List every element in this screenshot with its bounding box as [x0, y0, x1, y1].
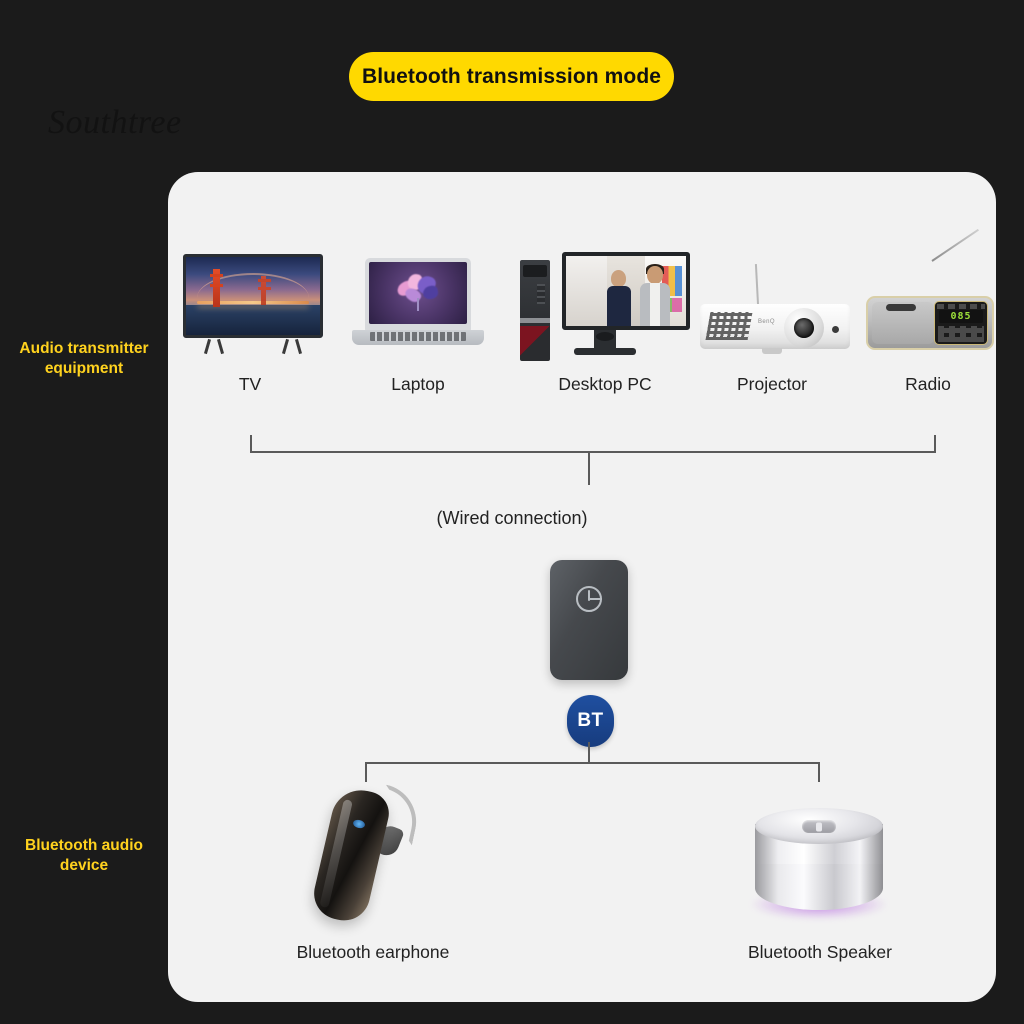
pc-tower: [520, 260, 550, 361]
receiver-bracket: [365, 762, 820, 782]
radio-top-buttons: [937, 304, 985, 309]
tv-stand-right: [281, 339, 303, 354]
tv-screen: [183, 254, 323, 338]
speaker-top-knob: [802, 820, 836, 833]
transmitter-bracket-stem: [588, 453, 590, 485]
device-label-bluetooth-earphone: Bluetooth earphone: [296, 942, 450, 962]
pc-monitor-scene: [566, 256, 686, 326]
laptop-lid: [365, 258, 471, 331]
tv-water: [186, 305, 320, 335]
power-button-icon: [576, 586, 602, 612]
laptop-wallpaper-flower: [394, 272, 441, 312]
projector-foot: [762, 348, 782, 354]
desktop-pc-icon: [520, 252, 690, 361]
radio-display: 085: [939, 310, 983, 323]
projector-brand-text: BenQ: [758, 319, 775, 325]
radio-icon: 085: [866, 228, 994, 358]
wired-connection-label: (Wired connection): [436, 508, 588, 528]
device-label-radio: Radio: [905, 374, 951, 394]
bluetooth-earphone-icon: [308, 782, 428, 927]
bluetooth-adapter-device: [550, 560, 628, 680]
device-label-tv: TV: [238, 374, 262, 394]
tv-bridge-deck: [196, 301, 310, 305]
projector-lens: [794, 318, 814, 338]
bluetooth-speaker-icon: [747, 808, 891, 920]
bt-badge: BT: [567, 695, 614, 747]
radio-handle-slot: [886, 304, 916, 311]
page-title: Bluetooth transmission mode: [349, 52, 674, 101]
device-label-desktop-pc: Desktop PC: [558, 374, 652, 394]
tv-bridge-tower: [209, 269, 223, 307]
pc-scene-person-man: [638, 264, 672, 326]
speaker-lower-body: [755, 860, 883, 910]
pc-scene-person-woman: [604, 268, 634, 326]
projector-ir-sensor: [832, 326, 839, 333]
device-label-bluetooth-speaker: Bluetooth Speaker: [748, 942, 892, 962]
device-label-laptop: Laptop: [391, 374, 445, 394]
laptop-screen: [369, 262, 467, 324]
transmitter-bracket: [250, 435, 936, 453]
laptop-keyboard: [370, 332, 466, 341]
projector-vent: [705, 312, 753, 340]
pc-monitor: [562, 252, 690, 330]
label-bluetooth-audio-device: Bluetooth audio device: [25, 837, 143, 875]
tv-bridge-tower: [258, 275, 272, 306]
device-label-projector: Projector: [736, 374, 808, 394]
tv-stand-left: [203, 339, 225, 354]
projector-icon: BenQ: [700, 263, 850, 359]
tv-bridge-cable: [196, 272, 310, 298]
brand-logo: Southtree: [48, 104, 182, 141]
radio-keypad: [938, 326, 984, 342]
projector-antenna: [754, 263, 760, 307]
tv-icon: [183, 254, 323, 354]
laptop-icon: [352, 258, 484, 353]
label-audio-transmitter-equipment: Audio transmitter equipment: [19, 340, 149, 378]
pc-monitor-foot: [574, 348, 636, 355]
pc-monitor-neck: [594, 330, 616, 348]
receiver-bracket-stem: [588, 742, 590, 764]
